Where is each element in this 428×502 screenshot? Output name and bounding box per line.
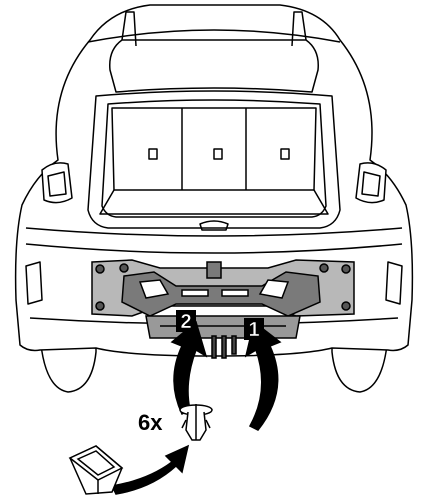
bumper-line-2 bbox=[25, 243, 403, 254]
quantity-label: 6x bbox=[138, 410, 163, 435]
bracket-hook bbox=[206, 261, 222, 279]
seat-latch-1 bbox=[148, 148, 158, 160]
right-taillight-inner bbox=[361, 171, 381, 197]
right-reflector bbox=[385, 261, 403, 305]
roof-line bbox=[87, 29, 341, 43]
step-1-badge bbox=[244, 318, 264, 340]
seat-latch-2 bbox=[213, 148, 223, 160]
bracket-lower-plate bbox=[145, 315, 301, 339]
left-taillight-inner bbox=[47, 171, 67, 197]
bracket-bolt-2 bbox=[221, 335, 227, 359]
bracket-slot-center-right bbox=[221, 289, 249, 297]
clip-fins bbox=[181, 419, 211, 429]
push-pin-clip-icon bbox=[179, 404, 213, 441]
tray-inner bbox=[76, 450, 116, 476]
step-2-badge bbox=[176, 310, 196, 332]
rear-window bbox=[109, 39, 319, 93]
callout-labels: 2 1 6x bbox=[138, 310, 264, 435]
mount-bolt-5 bbox=[119, 263, 129, 273]
left-taillight bbox=[41, 162, 73, 204]
spoiler-right bbox=[291, 11, 307, 47]
bracket-bolt-3 bbox=[231, 335, 237, 355]
right-taillight bbox=[355, 162, 387, 204]
bumper-top bbox=[25, 227, 403, 237]
tailgate-opening bbox=[87, 90, 341, 229]
bracket-bolt-1 bbox=[211, 335, 217, 359]
bracket-slot-center-left bbox=[181, 289, 209, 297]
cargo-floor bbox=[99, 189, 329, 215]
mount-bolt-3 bbox=[341, 264, 351, 274]
spoiler-left bbox=[121, 11, 137, 47]
storage-tray-icon bbox=[68, 445, 124, 495]
bracket-slot-right bbox=[258, 279, 290, 299]
step-1-label: 1 bbox=[248, 319, 259, 341]
mount-bolt-6 bbox=[319, 263, 329, 273]
mount-bolt-2 bbox=[95, 301, 105, 311]
seat-latch-3 bbox=[280, 148, 290, 160]
mount-bolt-1 bbox=[95, 264, 105, 274]
step-2-label: 2 bbox=[180, 311, 191, 333]
tailgate-latch bbox=[199, 220, 229, 231]
bracket-slot-left bbox=[138, 279, 170, 299]
arrow-tray-to-clip bbox=[110, 444, 190, 495]
mount-bolt-4 bbox=[341, 301, 351, 311]
left-reflector bbox=[25, 261, 43, 305]
arrows bbox=[110, 320, 282, 495]
